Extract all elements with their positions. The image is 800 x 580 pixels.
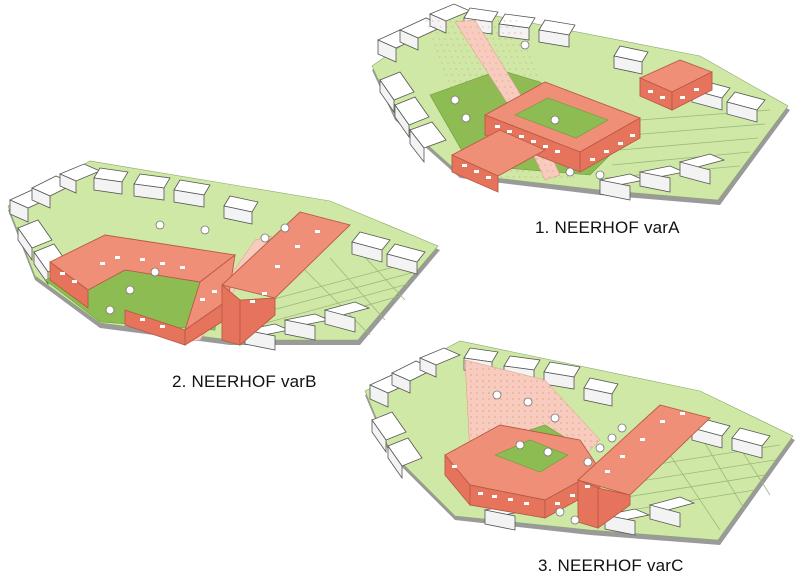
variant-c-windows (452, 412, 685, 505)
tree-icon (550, 115, 560, 125)
variant-c-trees (492, 390, 627, 525)
tree-icon (150, 267, 160, 277)
tree-icon (595, 443, 605, 453)
tree-icon (570, 515, 580, 525)
tree-icon (555, 507, 565, 517)
variant-b-existing-buildings (9, 163, 426, 351)
caption-variant-b: 2. NEERHOF varB (172, 372, 317, 391)
tree-icon (280, 223, 290, 233)
variant-b-trees (105, 220, 290, 315)
tree-icon (523, 397, 533, 407)
variant-b-new-building (49, 211, 351, 346)
tree-icon (565, 167, 575, 177)
tree-icon (105, 305, 115, 315)
variant-a-garden-strips (604, 109, 771, 179)
variant-a-windows (462, 88, 699, 179)
tree-icon (543, 447, 553, 457)
tree-icon (450, 95, 460, 105)
tree-icon (492, 390, 502, 400)
tree-icon (461, 113, 471, 123)
tree-icon (200, 225, 210, 235)
variant-b-windows (60, 230, 320, 328)
tree-icon (155, 220, 165, 230)
tree-icon (595, 170, 605, 180)
caption-variant-c: 3. NEERHOF varC (538, 556, 684, 575)
variant-a-trees (450, 40, 605, 180)
variant-a-block (371, 3, 790, 205)
variant-c-block (364, 340, 795, 545)
variant-b-garden-strips (257, 251, 421, 337)
tree-icon (550, 413, 560, 423)
tree-icon (125, 285, 135, 295)
tree-icon (607, 433, 617, 443)
tree-icon (520, 40, 530, 50)
tree-icon (583, 457, 593, 467)
tree-icon (260, 233, 270, 243)
caption-variant-a: 1. NEERHOF varA (535, 218, 680, 237)
tree-icon (515, 440, 525, 450)
variant-b-block (7, 160, 440, 351)
variant-c-existing-buildings (369, 347, 771, 536)
tree-icon (617, 423, 627, 433)
